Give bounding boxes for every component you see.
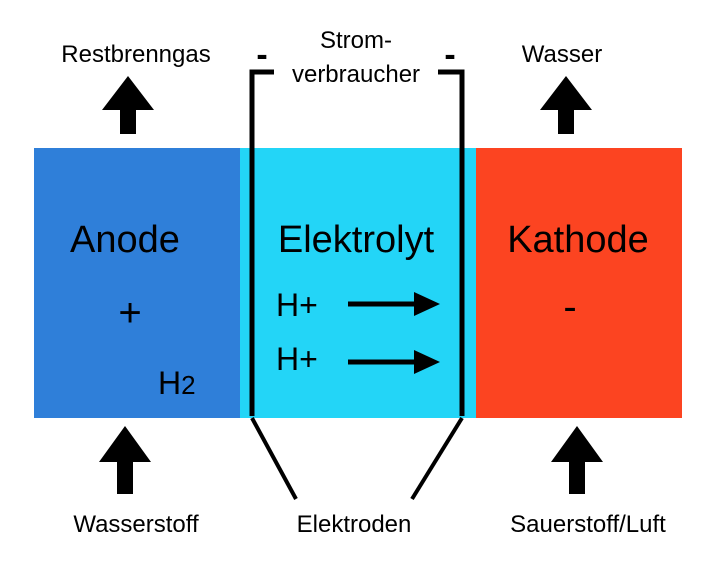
label-strom: Strom- [320, 27, 392, 54]
terminal-minus-right: - [444, 36, 455, 74]
arrow-up-icon [551, 426, 603, 494]
label-verbraucher: verbraucher [292, 61, 420, 88]
ion-label: H+ [276, 341, 318, 377]
terminal-minus-left: - [256, 36, 267, 74]
arrow-right-icon [414, 292, 440, 316]
electrolyte-title: Elektrolyt [278, 219, 435, 261]
label-elektroden: Elektroden [297, 511, 412, 538]
hydrogen-molecule-label: H2 [158, 365, 196, 401]
anode-sign: + [118, 291, 141, 335]
electrode-leader-right [410, 416, 464, 501]
hydrogen-subscript: 2 [181, 370, 195, 400]
cathode-sign: - [563, 285, 576, 329]
anode-title: Anode [70, 219, 180, 261]
arrow-right-icon [414, 350, 440, 374]
electrode-circuit-wire-right [438, 69, 465, 416]
anode-block [34, 148, 240, 418]
electrolyte-block [240, 148, 476, 418]
electrode-circuit-wire [249, 69, 274, 416]
electrode-leader-left [250, 417, 298, 500]
label-sauerstoff-luft: Sauerstoff/Luft [510, 511, 666, 538]
ion-label: H+ [276, 287, 318, 323]
hydrogen-symbol: H [158, 365, 181, 401]
cathode-block [476, 148, 682, 418]
label-wasser: Wasser [522, 41, 602, 68]
arrow-up-icon [99, 426, 151, 494]
arrow-up-icon [540, 76, 592, 134]
label-restbrenngas: Restbrenngas [61, 41, 210, 68]
arrow-up-icon [102, 76, 154, 134]
label-wasserstoff: Wasserstoff [73, 511, 199, 538]
cathode-title: Kathode [507, 219, 649, 261]
